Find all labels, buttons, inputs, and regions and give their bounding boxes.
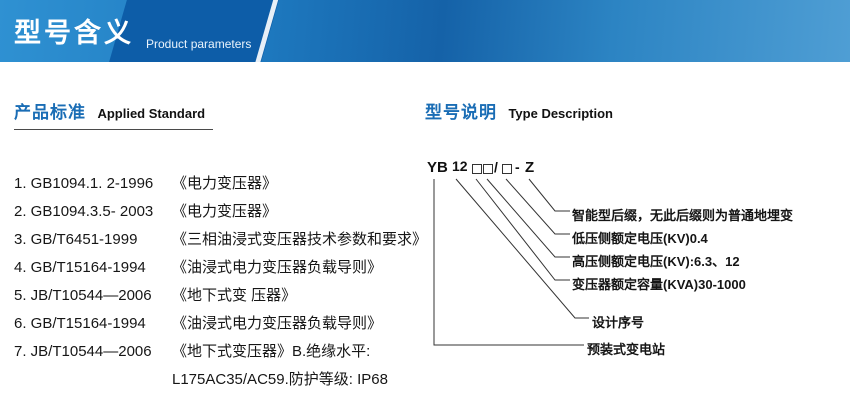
heading-english: Applied Standard [97,106,206,121]
heading-chinese: 产品标准 [14,103,86,122]
diagram-label-high-voltage: 高压侧额定电压(KV):6.3、12 [572,254,740,269]
diagram-label-smart-suffix: 智能型后缀，无此后缀则为普通地埋变 [572,208,794,223]
model-code-diagram: YB 12 / - Z 智能型后缀，无此后缀则为普通地埋变 低压侧额定电压(KV… [425,158,848,414]
standard-title: 《油浸式电力变压器负载导则》 [172,259,383,276]
standard-code: 2. GB1094.3.5- 2003 [14,203,154,220]
standard-code [14,366,172,394]
model-dash: - [515,159,520,175]
type-description-section: 型号说明 Type Description YB 12 / [425,98,848,414]
placeholder-box [483,164,493,174]
diagram-label-design-number: 设计序号 [592,315,645,330]
standard-code: 1. GB1094.1. 2-1996 [14,175,154,192]
placeholder-box [502,164,512,174]
diagram-label-low-voltage: 低压侧额定电压(KV)0.4 [572,231,708,246]
standard-title: 《三相油浸式变压器技术参数和要求》 [172,231,428,248]
model-series-code: YB [427,159,448,176]
standard-code: 5. JB/T10544—2006 [14,287,152,304]
page-title: 型号含义 [14,18,134,48]
heading-english: Type Description [508,106,613,121]
list-item: 2. GB1094.3.5- 2003 《电力变压器》 [14,198,414,226]
standard-title: 《地下式变 压器》 [172,287,297,304]
list-item: 1. GB1094.1. 2-1996 《电力变压器》 [14,170,414,198]
applied-standards-section: 产品标准 Applied Standard 1. GB1094.1. 2-199… [14,98,427,394]
list-item: 6. GB/T15164-1994 《油浸式电力变压器负载导则》 [14,310,414,338]
banner-ribbon [109,0,279,62]
list-item: 3. GB/T6451-1999 《三相油浸式变压器技术参数和要求》 [14,226,427,254]
model-design-number: 12 [452,158,468,174]
standard-code: 3. GB/T6451-1999 [14,231,138,248]
model-suffix-code: Z [525,159,535,176]
type-description-heading: 型号说明 Type Description [425,98,613,129]
diagram-label-rated-capacity: 变压器额定容量(KVA)30-1000 [572,277,746,292]
page-banner: 型号含义 Product parameters [0,0,850,62]
heading-chinese: 型号说明 [425,103,497,122]
list-item: 5. JB/T10544—2006 《地下式变 压器》 [14,282,414,310]
standard-title: L175AC35/AC59.防护等级: IP68 [172,371,388,388]
standard-code: 6. GB/T15164-1994 [14,315,146,332]
standard-title: 《油浸式电力变压器负载导则》 [172,315,383,332]
placeholder-box [472,164,482,174]
standard-code: 4. GB/T15164-1994 [14,259,146,276]
standard-title: 《电力变压器》 [172,203,278,220]
standard-title: 《电力变压器》 [172,175,278,192]
standard-code: 7. JB/T10544—2006 [14,343,152,360]
connector-lines [433,178,589,346]
list-item: 4. GB/T15164-1994 《油浸式电力变压器负载导则》 [14,254,414,282]
list-item-continuation: L175AC35/AC59.防护等级: IP68 [14,366,414,394]
list-item: 7. JB/T10544—2006 《地下式变压器》B.绝缘水平: [14,338,414,366]
applied-standards-heading: 产品标准 Applied Standard [14,98,214,130]
standards-list: 1. GB1094.1. 2-1996 《电力变压器》 2. GB1094.3.… [14,170,427,394]
diagram-label-prefab-substation: 预装式变电站 [587,342,666,357]
model-separator: / [494,159,498,175]
standard-title: 《地下式变压器》B.绝缘水平: [172,343,371,360]
page-subtitle: Product parameters [146,37,252,51]
